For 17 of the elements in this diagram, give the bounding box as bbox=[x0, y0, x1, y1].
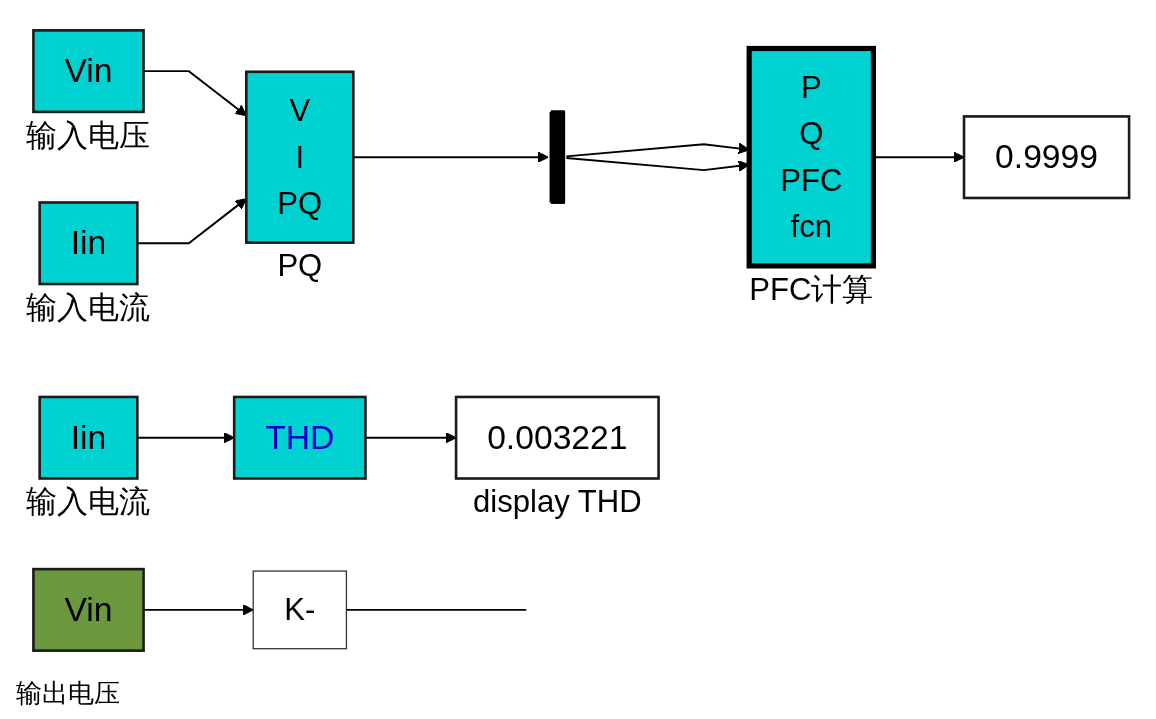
block-name: PQ bbox=[277, 247, 323, 283]
block-name: 输入电流 bbox=[26, 289, 151, 325]
node-box: Iin bbox=[38, 200, 139, 285]
node-box: 0.003221 bbox=[454, 395, 660, 480]
node-box: Vin bbox=[32, 28, 145, 113]
block-name: 输入电压 bbox=[26, 117, 151, 153]
node-box: Iin bbox=[38, 395, 139, 480]
annotation-text: 输出电压 bbox=[16, 677, 120, 710]
node-box: K- bbox=[252, 569, 348, 649]
node-box: THD bbox=[232, 395, 367, 480]
node-box: Vin bbox=[32, 567, 145, 652]
node-box: 0.9999 bbox=[962, 114, 1131, 199]
node-box: V I PQ bbox=[245, 69, 355, 244]
block-name: PFC计算 bbox=[749, 271, 874, 307]
block-name: 输入电流 bbox=[26, 483, 151, 519]
block-name: display THD bbox=[473, 483, 642, 519]
node-box: P Q PFC fcn bbox=[746, 45, 876, 268]
